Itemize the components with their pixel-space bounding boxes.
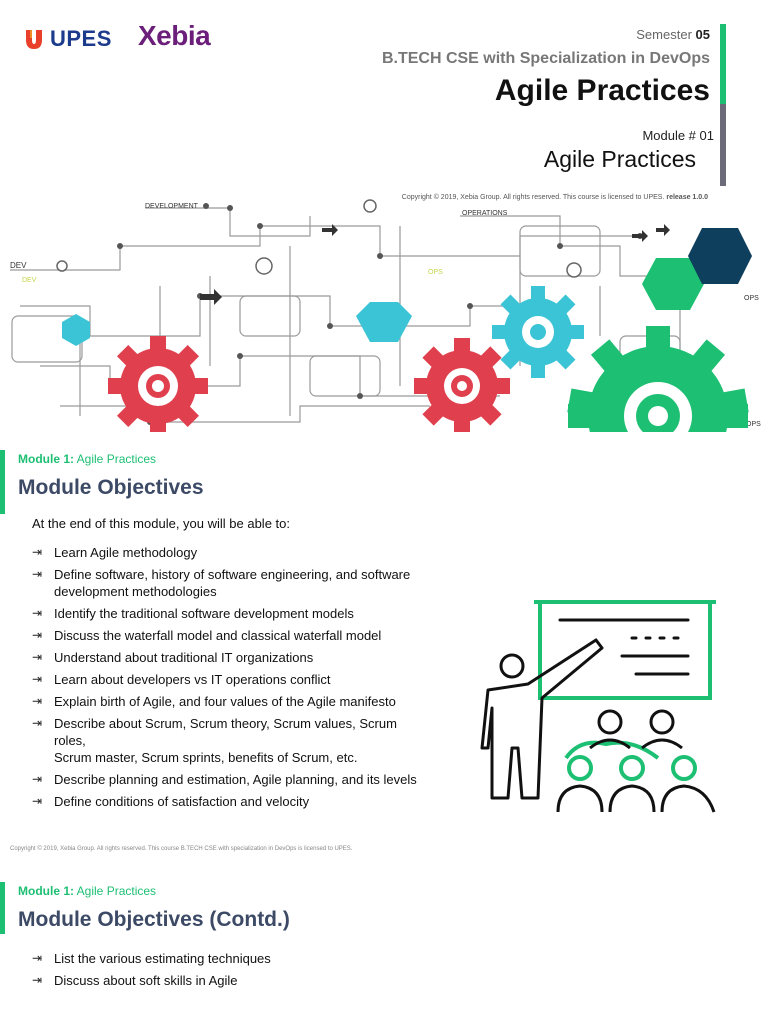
section1-module-label: Module 1: Agile Practices xyxy=(18,452,157,466)
section2-title: Module Objectives (Contd.) xyxy=(18,908,290,931)
arrow-bullet-icon: ⇥ xyxy=(32,772,43,786)
arrow-bullet-icon: ⇥ xyxy=(32,951,43,965)
navy-hexagon xyxy=(688,228,752,284)
objective-item: ⇥ Discuss the waterfall model and classic… xyxy=(32,627,472,644)
label-ops-right: OPS xyxy=(744,295,759,302)
section1-title: Module Objectives xyxy=(18,476,204,499)
arrow-bullet-icon: ⇥ xyxy=(32,606,43,620)
accent-bar-grey xyxy=(720,104,726,186)
degree-title: B.TECH CSE with Specialization in DevOps xyxy=(381,50,710,67)
objective-text: Scrum master, Scrum sprints, benefits of… xyxy=(54,750,358,765)
footer-copyright: Copyright © 2019, Xebia Group. All right… xyxy=(10,846,353,852)
label-dev-bottom: DEV xyxy=(22,277,37,284)
label-dev-top: DEV xyxy=(10,261,27,270)
objective-text: Learn about developers vs IT operations … xyxy=(54,672,331,687)
arrow-bullet-icon: ⇥ xyxy=(32,794,43,808)
objective-text: Discuss the waterfall model and classica… xyxy=(54,628,382,643)
module-number: Module # 01 xyxy=(642,128,714,143)
objective-text: Learn Agile methodology xyxy=(54,545,198,560)
objective-text: Explain birth of Agile, and four values … xyxy=(54,694,396,709)
objective-item: ⇥ Learn about developers vs IT operations… xyxy=(32,671,472,688)
section2-accent xyxy=(0,882,5,934)
objective-text: Describe about Scrum, Scrum theory, Scru… xyxy=(54,716,397,731)
accent-bar-green xyxy=(720,24,726,104)
arrow-bullet-icon: ⇥ xyxy=(32,628,43,642)
course-title: Agile Practices xyxy=(494,74,710,107)
arrow-bullet-icon: ⇥ xyxy=(32,650,43,664)
objective-text: Define software, history of software eng… xyxy=(54,567,411,582)
xebia-logo: Xebia xyxy=(138,20,211,51)
hero-copyright: Copyright © 2019, Xebia Group. All right… xyxy=(401,194,708,201)
green-hexagon xyxy=(642,258,704,310)
arrow-bullet-icon: ⇥ xyxy=(32,694,43,708)
objective-text: roles, xyxy=(54,733,86,748)
objective-text: development methodologies xyxy=(54,584,217,599)
devops-gears-illustration: DEVELOPMENT OPERATIONS DEV OPS OPS DEV O… xyxy=(10,199,761,432)
objective-text: Understand about traditional IT organiza… xyxy=(54,650,314,665)
cyan-hexagon-small xyxy=(62,314,90,346)
objective-item: ⇥ Define conditions of satisfaction and v… xyxy=(32,793,472,810)
objective-item: ⇥ Understand about traditional IT organiz… xyxy=(32,649,472,666)
upes-logo-text: UPES xyxy=(50,26,112,51)
objective-item: ⇥ Discuss about soft skills in Agile xyxy=(32,972,472,989)
semester: Semester 05 xyxy=(636,27,710,42)
green-gear xyxy=(567,326,749,432)
section1-intro: At the end of this module, you will be a… xyxy=(32,516,290,531)
objective-item: ⇥ Explain birth of Agile, and four values… xyxy=(32,693,472,710)
cyan-gear xyxy=(492,286,584,378)
objective-text: Discuss about soft skills in Agile xyxy=(54,973,238,988)
section1-accent xyxy=(0,450,5,514)
objective-item: ⇥ List the various estimating techniques xyxy=(32,950,472,967)
arrow-bullet-icon: ⇥ xyxy=(32,973,43,987)
arrow-bullet-icon: ⇥ xyxy=(32,672,43,686)
objective-item: ⇥ Describe planning and estimation, Agile… xyxy=(32,771,472,788)
objective-text: Identify the traditional software develo… xyxy=(54,606,354,621)
red-gear-right xyxy=(414,338,510,432)
objective-item: ⇥ Define software, history of software en… xyxy=(32,566,472,600)
arrow-bullet-icon: ⇥ xyxy=(32,567,43,581)
semester-label: Semester xyxy=(636,27,692,42)
label-development: DEVELOPMENT xyxy=(145,203,199,210)
objectives-list: ⇥ Learn Agile methodology ⇥ Define software… xyxy=(32,544,472,815)
upes-logo: UPES xyxy=(24,26,112,52)
objective-item: ⇥ Identify the traditional software devel… xyxy=(32,605,472,622)
objective-text: Describe planning and estimation, Agile … xyxy=(54,772,417,787)
semester-value: 05 xyxy=(695,27,710,42)
objective-item: ⇥ Describe about Scrum, Scrum theory, Scr… xyxy=(32,715,472,766)
cyan-hexagon-mid xyxy=(356,302,412,342)
objective-item: ⇥ Learn Agile methodology xyxy=(32,544,472,561)
label-ops-bottom: OPS xyxy=(746,421,761,428)
module-title: Agile Practices xyxy=(543,146,696,172)
label-ops-mid: OPS xyxy=(428,269,443,276)
section2-module-label: Module 1: Agile Practices xyxy=(18,884,157,898)
objective-text: Define conditions of satisfaction and ve… xyxy=(54,794,310,809)
upes-shield-icon xyxy=(26,30,42,49)
red-gear-left xyxy=(108,336,208,432)
arrow-bullet-icon: ⇥ xyxy=(32,716,43,730)
objectives-list-contd: ⇥List the various estimating techniques⇥… xyxy=(32,950,472,994)
objective-text: List the various estimating techniques xyxy=(54,951,271,966)
arrow-bullet-icon: ⇥ xyxy=(32,545,43,559)
presentation-teacher-icon xyxy=(480,600,716,813)
label-operations: OPERATIONS xyxy=(462,210,508,217)
